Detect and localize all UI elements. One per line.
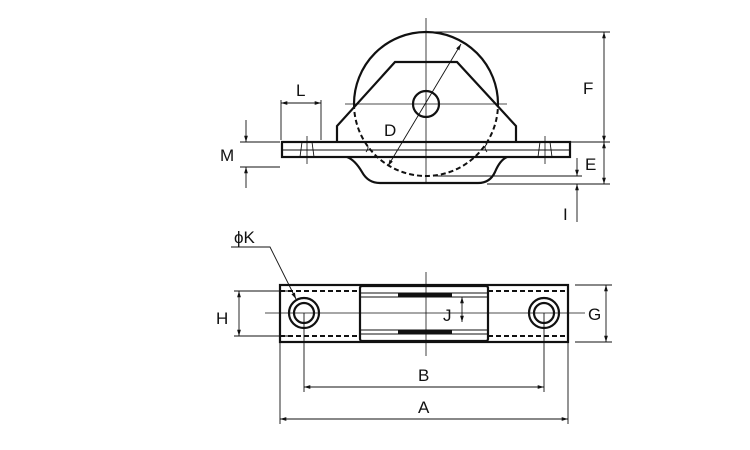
label-l: L	[296, 81, 305, 100]
label-b: B	[418, 366, 429, 385]
label-k: ϕK	[234, 228, 256, 247]
label-g: G	[588, 305, 601, 324]
label-e: E	[585, 155, 596, 174]
label-f: F	[583, 79, 593, 98]
label-h: H	[216, 309, 228, 328]
label-j: J	[443, 306, 452, 325]
label-m: M	[220, 146, 234, 165]
dimension-k-leader	[231, 246, 297, 300]
label-d: D	[384, 121, 396, 140]
dimension-d-arrow	[387, 43, 462, 167]
label-a: A	[418, 398, 430, 417]
housing-lower	[346, 155, 508, 185]
countersunk-hole-left	[299, 141, 315, 158]
wheel-section	[358, 284, 490, 343]
label-i: I	[563, 205, 568, 224]
countersunk-hole-right	[537, 141, 553, 158]
side-view: D F E I M L	[220, 18, 610, 224]
top-view: ϕK J H G B A	[216, 228, 612, 424]
